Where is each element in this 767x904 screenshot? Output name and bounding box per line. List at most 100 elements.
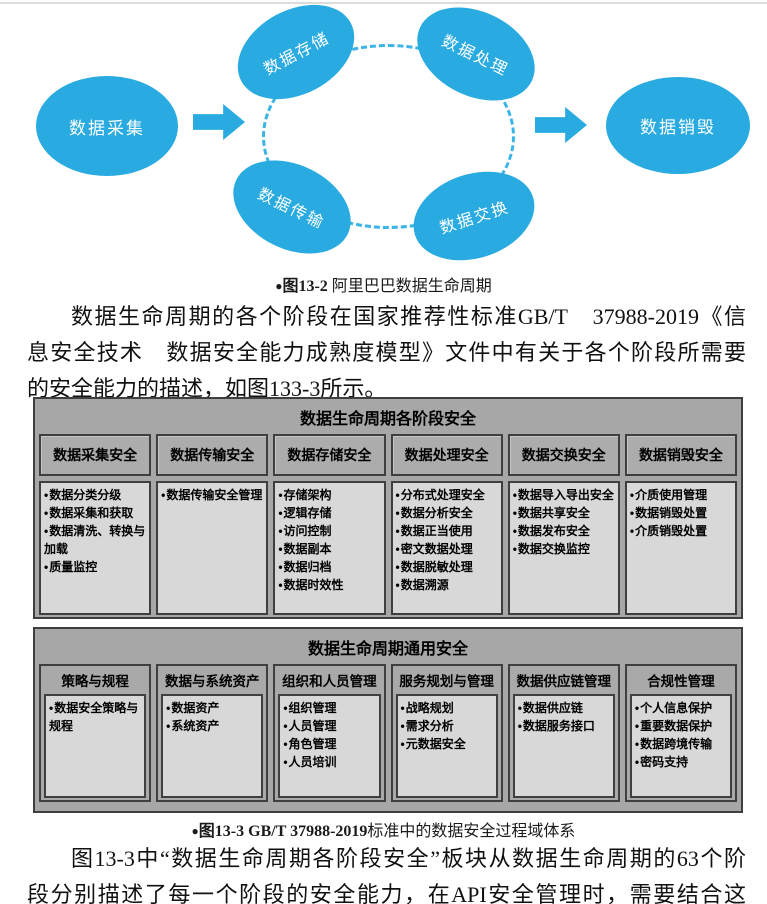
- column-items: 数据传输安全管理: [156, 481, 269, 615]
- caption-label: 图13-2: [282, 278, 328, 295]
- caption-bullet-icon: ●: [275, 279, 283, 293]
- list-item: 介质销毁处置: [630, 522, 734, 540]
- list-item: 质量监控: [44, 558, 148, 576]
- column-header: 数据传输安全: [156, 434, 269, 476]
- column-header: 合规性管理: [647, 674, 715, 689]
- column-header: 数据与系统资产: [165, 674, 260, 689]
- figure-13-3-caption: ●图13-3 GB/T 37988-2019标准中的数据安全过程域体系: [0, 817, 767, 841]
- text-line: 数据生命周期的各个阶段在国家推荐性标准GB/T 37988-2019《信: [71, 304, 746, 329]
- list-item: 数据资产: [166, 699, 260, 717]
- caption-label: 图13-3: [198, 823, 245, 840]
- list-item: 数据供应链: [518, 699, 612, 717]
- column-data-collection-security: 数据采集安全 数据分类分级数据采集和获取数据清洗、转换与加载质量监控: [39, 434, 152, 615]
- column-items: 组织管理人员管理角色管理人员培训: [278, 694, 381, 798]
- paragraph-standard-intro: 数据生命周期的各个阶段在国家推荐性标准GB/T 37988-2019《信息安全技…: [27, 299, 746, 407]
- column-data-and-system-assets: 数据与系统资产 数据资产系统资产: [156, 664, 269, 802]
- list-item: 数据服务接口: [518, 717, 612, 735]
- page-top-rule: [0, 2, 767, 4]
- column-data-supply-chain-management: 数据供应链管理 数据供应链数据服务接口: [507, 664, 620, 802]
- list-item: 访问控制: [278, 522, 382, 540]
- list-item: 分布式处理安全: [396, 486, 500, 504]
- node-label: 数据处理: [438, 32, 511, 80]
- caption-standard-number: GB/T 37988-2019: [248, 823, 368, 840]
- column-service-planning-management: 服务规划与管理 战略规划需求分析元数据安全: [390, 664, 503, 802]
- list-item: 重要数据保护: [635, 717, 729, 735]
- list-item: 数据正当使用: [396, 522, 500, 540]
- list-item: 人员培训: [283, 753, 377, 771]
- column-compliance-management: 合规性管理 个人信息保护重要数据保护数据跨境传输密码支持: [624, 664, 738, 802]
- node-label: 数据传输: [254, 185, 327, 233]
- list-item: 数据交换监控: [513, 540, 617, 558]
- column-items: 数据供应链数据服务接口: [512, 694, 615, 798]
- list-item: 数据溯源: [396, 576, 500, 594]
- list-item: 组织管理: [283, 699, 377, 717]
- flow-arrow-icon: [535, 107, 587, 143]
- column-data-exchange-security: 数据交换安全 数据导入导出安全数据共享安全数据发布安全数据交换监控: [507, 434, 620, 615]
- lifecycle-cycle-ring: [262, 44, 515, 229]
- column-header: 数据采集安全: [39, 434, 152, 476]
- list-item: 角色管理: [283, 735, 377, 753]
- column-data-processing-security: 数据处理安全 分布式处理安全数据分析安全数据正当使用密文数据处理数据脱敏处理数据…: [390, 434, 503, 615]
- list-item: 数据销毁处置: [630, 504, 734, 522]
- list-item: 数据发布安全: [513, 522, 617, 540]
- node-data-collection: 数据采集: [36, 76, 178, 176]
- column-items: 数据分类分级数据采集和获取数据清洗、转换与加载质量监控: [39, 481, 152, 615]
- panel-title: 数据生命周期通用安全: [307, 641, 468, 658]
- list-item: 数据脱敏处理: [396, 558, 500, 576]
- column-items: 分布式处理安全数据分析安全数据正当使用密文数据处理数据脱敏处理数据溯源: [390, 481, 503, 615]
- column-data-destruction-security: 数据销毁安全 介质使用管理数据销毁处置介质销毁处置: [624, 434, 738, 615]
- list-item: 数据副本: [278, 540, 382, 558]
- caption-bullet-icon: ●: [191, 824, 199, 838]
- node-label: 数据交换: [437, 199, 512, 238]
- panel-columns: 策略与规程 数据安全策略与规程 数据与系统资产 数据资产系统资产 组织和人员管理…: [35, 659, 741, 802]
- column-items: 数据资产系统资产: [161, 694, 264, 798]
- column-items: 数据安全策略与规程: [44, 694, 147, 798]
- node-label: 数据销毁: [640, 118, 716, 137]
- node-label: 数据存储: [261, 29, 333, 79]
- column-header: 数据供应链管理: [516, 674, 612, 689]
- text-line: 图13-3中“数据生命周期各阶段安全”板块从数据生命周期的63个阶: [71, 846, 746, 871]
- column-items: 数据导入导出安全数据共享安全数据发布安全数据交换监控: [507, 481, 620, 615]
- list-item: 数据分类分级: [44, 486, 148, 504]
- caption-text: 阿里巴巴数据生命周期: [331, 278, 492, 295]
- node-data-destruction: 数据销毁: [606, 77, 750, 174]
- column-header: 服务规划与管理: [399, 674, 494, 689]
- caption-text: 标准中的数据安全过程域体系: [367, 823, 576, 840]
- column-items: 战略规划需求分析元数据安全: [395, 694, 498, 798]
- column-header: 数据存储安全: [273, 434, 386, 476]
- list-item: 数据归档: [278, 558, 382, 576]
- column-items: 存储架构逻辑存储访问控制数据副本数据归档数据时效性: [273, 481, 386, 615]
- list-item: 人员管理: [283, 717, 377, 735]
- column-data-transmission-security: 数据传输安全 数据传输安全管理: [156, 434, 269, 615]
- panel-lifecycle-stage-security: 数据生命周期各阶段安全 数据采集安全 数据分类分级数据采集和获取数据清洗、转换与…: [33, 397, 743, 619]
- list-item: 数据安全策略与规程: [49, 699, 143, 735]
- figure-13-2-caption: ●图13-2 阿里巴巴数据生命周期: [0, 272, 767, 296]
- column-organization-and-personnel: 组织和人员管理 组织管理人员管理角色管理人员培训: [273, 664, 386, 802]
- list-item: 密文数据处理: [396, 540, 500, 558]
- text-line: 的安全能力的描述，如图133-3所示。: [27, 376, 387, 401]
- column-header: 数据交换安全: [507, 434, 620, 476]
- list-item: 数据时效性: [278, 576, 382, 594]
- text-line: 段分别描述了每一个阶段的安全能力，在API安全管理时，需要结合这: [27, 882, 746, 904]
- column-items: 个人信息保护重要数据保护数据跨境传输密码支持: [629, 694, 733, 798]
- list-item: 密码支持: [635, 753, 729, 771]
- list-item: 需求分析: [401, 717, 495, 735]
- list-item: 数据分析安全: [396, 504, 500, 522]
- figure-13-2-diagram: 数据采集 数据存储 数据处理 数据传输 数据交换 数据销毁: [0, 0, 767, 276]
- panel-lifecycle-general-security: 数据生命周期通用安全 策略与规程 数据安全策略与规程 数据与系统资产 数据资产系…: [33, 627, 743, 813]
- flow-arrow-icon: [193, 104, 245, 140]
- list-item: 数据导入导出安全: [513, 486, 617, 504]
- column-data-storage-security: 数据存储安全 存储架构逻辑存储访问控制数据副本数据归档数据时效性: [273, 434, 386, 615]
- list-item: 存储架构: [278, 486, 382, 504]
- paragraph-figure-discussion: 图13-3中“数据生命周期各阶段安全”板块从数据生命周期的63个阶段分别描述了每…: [27, 841, 746, 904]
- column-header: 数据处理安全: [390, 434, 503, 476]
- column-policy-and-procedure: 策略与规程 数据安全策略与规程: [39, 664, 152, 802]
- column-header: 组织和人员管理: [282, 674, 377, 689]
- list-item: 个人信息保护: [635, 699, 729, 717]
- list-item: 元数据安全: [401, 735, 495, 753]
- list-item: 介质使用管理: [630, 486, 734, 504]
- list-item: 数据传输安全管理: [161, 486, 265, 504]
- column-items: 介质使用管理数据销毁处置介质销毁处置: [624, 481, 738, 615]
- list-item: 战略规划: [401, 699, 495, 717]
